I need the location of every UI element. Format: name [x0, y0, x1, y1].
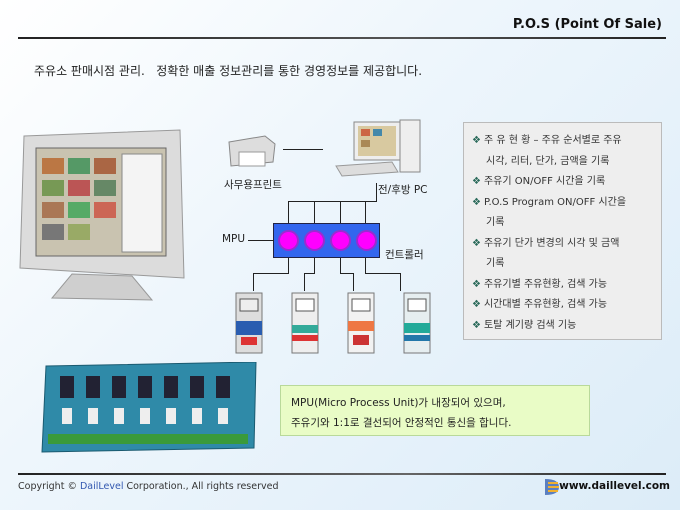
mpu-circle — [330, 230, 351, 251]
feature-item: ❖주유기별 주유현황, 검색 가능 — [472, 275, 655, 296]
note-line: 주유기와 1:1로 결선되어 안정적인 통신을 합니다. — [291, 417, 512, 429]
monitor-image — [19, 129, 185, 301]
bullet-icon: ❖ — [472, 299, 481, 310]
bullet-icon: ❖ — [472, 319, 481, 331]
feature-item: ❖주유기 ON/OFF 시간을 기록 — [472, 172, 655, 193]
website-link[interactable]: www.daillevel.com — [559, 480, 670, 492]
feature-text: 기록 — [486, 217, 505, 228]
copyright-text: Copyright © — [18, 481, 80, 492]
feature-item: ❖주유기 단가 변경의 시각 및 금액 — [472, 234, 655, 255]
fuel-dispensers — [233, 291, 435, 355]
pc-label: 전/후방 PC — [378, 184, 428, 196]
feature-item: ❖시간대별 주유현황, 검색 가능 — [472, 295, 655, 316]
feature-text: 주유기별 주유현황, 검색 가능 — [483, 278, 608, 290]
feature-text: 시각, 리터, 단가, 금액을 기록 — [486, 155, 610, 167]
page-title: P.O.S (Point Of Sale) — [512, 17, 662, 32]
feature-text: 기록 — [486, 258, 505, 269]
fuel-dispenser-image — [403, 292, 431, 354]
bullet-icon: ❖ — [472, 278, 481, 290]
bullet-icon: ❖ — [472, 237, 481, 249]
feature-list: ❖주 유 현 황 – 주유 순서별로 주유 시각, 리터, 단가, 금액을 기록… — [463, 122, 662, 340]
fuel-dispenser-image — [347, 292, 375, 354]
brand-name: DailLevel — [79, 481, 124, 492]
fuel-dispenser-image — [291, 292, 319, 354]
printer-image — [228, 135, 276, 167]
printer-label: 사무용프린트 — [224, 179, 282, 191]
mpu-label: MPU — [222, 233, 246, 245]
feature-text: 주유기 ON/OFF 시간을 기록 — [483, 176, 606, 187]
copyright-text: Corporation., All rights reserved — [123, 481, 279, 492]
header-divider — [18, 37, 666, 39]
feature-item: ❖토탈 계기량 검색 기능 — [472, 316, 655, 337]
fuel-dispenser-image — [235, 292, 263, 354]
pc-image — [335, 119, 421, 177]
bullet-icon: ❖ — [472, 176, 481, 187]
feature-text: 주유기 단가 변경의 시각 및 금액 — [483, 237, 620, 249]
feature-text: P.O.S Program ON/OFF 시간을 — [483, 196, 627, 208]
copyright: Copyright © DailLevel Corporation., All … — [18, 481, 279, 492]
mpu-group — [278, 230, 377, 251]
bullet-icon: ❖ — [472, 135, 481, 146]
daillevel-logo-icon — [545, 479, 559, 495]
feature-item: ❖주 유 현 황 – 주유 순서별로 주유 — [472, 131, 655, 152]
mpu-circle — [278, 230, 299, 251]
note-line: MPU(Micro Process Unit)가 내장되어 있으며, — [291, 397, 506, 409]
subtitle: 주유소 판매시점 관리. 정확한 매출 정보관리를 통한 경영정보를 제공합니다… — [34, 64, 423, 78]
feature-text: 주 유 현 황 – 주유 순서별로 주유 — [483, 135, 622, 146]
mpu-note: MPU(Micro Process Unit)가 내장되어 있으며, 주유기와 … — [280, 385, 590, 436]
footer-divider — [18, 473, 666, 475]
controller-label: 컨트롤러 — [385, 249, 424, 261]
feature-item: ❖P.O.S Program ON/OFF 시간을 — [472, 193, 655, 214]
feature-text: 토탈 계기량 검색 기능 — [483, 319, 577, 331]
bullet-icon: ❖ — [472, 196, 481, 208]
feature-text: 시간대별 주유현황, 검색 가능 — [483, 299, 608, 310]
mpu-circle — [356, 230, 377, 251]
mpu-circle — [304, 230, 325, 251]
controller-board-image — [41, 362, 257, 453]
